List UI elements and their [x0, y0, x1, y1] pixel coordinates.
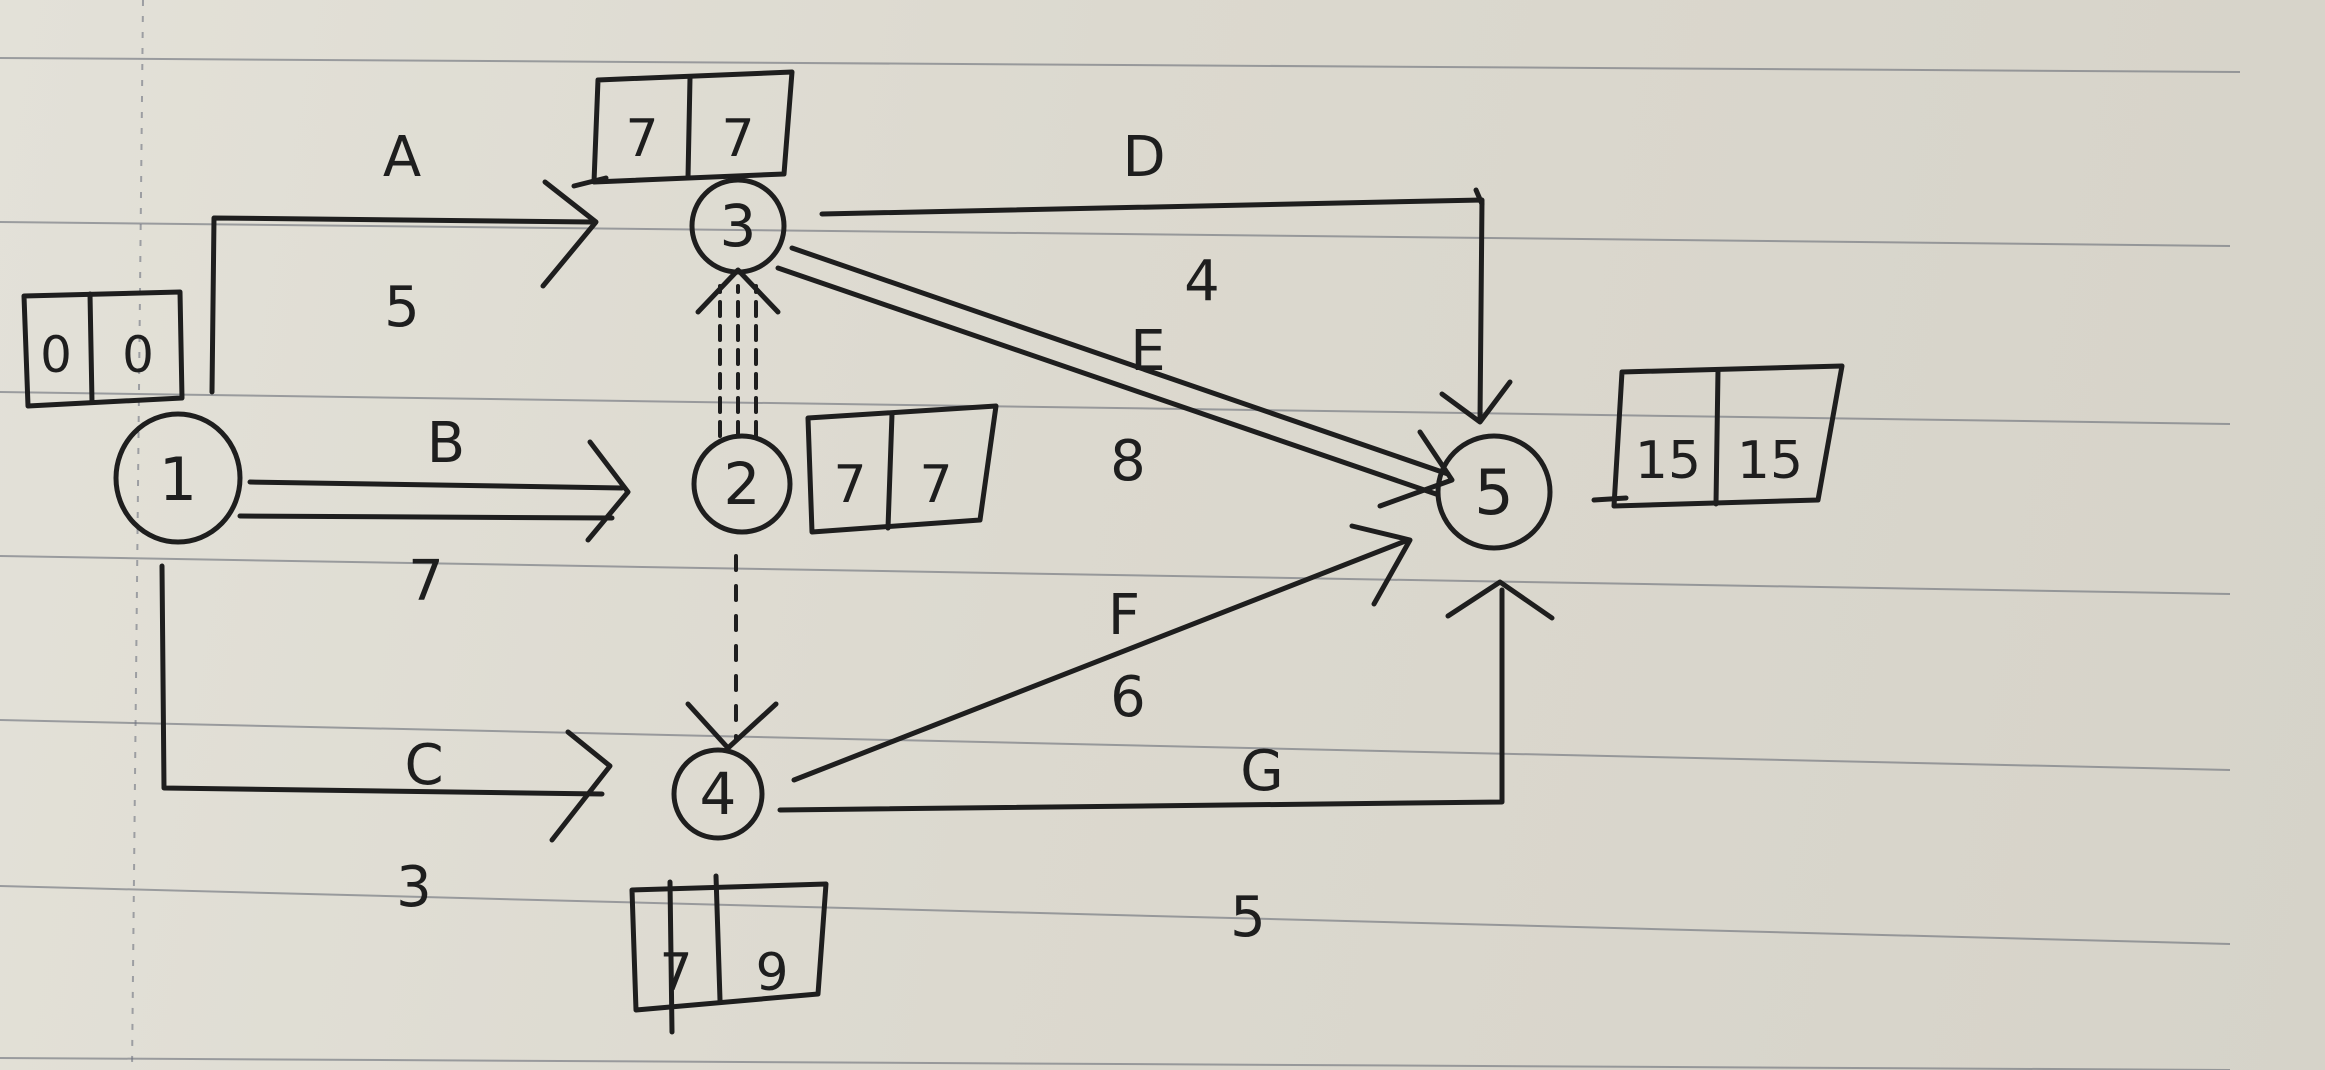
node-1-label: 1: [159, 445, 197, 515]
activity-F-duration: 6: [1110, 665, 1146, 730]
node-3: 3: [689, 177, 787, 275]
node-3-latest: 7: [721, 109, 754, 169]
node-2-earliest: 7: [833, 455, 866, 515]
margin-line: [131, 0, 144, 1070]
node-4-earliest: 7: [659, 943, 692, 1003]
node-2-label: 2: [724, 450, 761, 518]
activity-C-duration: 3: [396, 855, 432, 920]
node-4: 4: [671, 747, 765, 841]
node-5-latest: 15: [1737, 431, 1803, 491]
activity-F-arrow: [791, 523, 1413, 783]
node-5-time-box: 15 15: [1591, 363, 1845, 509]
activity-C-arrow: [159, 563, 613, 843]
node-4-time-box: 7 9: [629, 873, 829, 1035]
node-5-earliest: 15: [1635, 431, 1701, 491]
node-5: 5: [1435, 433, 1553, 551]
node-1-earliest: 0: [40, 326, 72, 384]
node-4-label: 4: [700, 760, 737, 828]
activity-G-duration: 5: [1230, 885, 1266, 950]
dummy-2-to-3: [695, 267, 781, 438]
activity-G-arrow: [777, 579, 1555, 813]
activity-E-arrow: [775, 245, 1455, 509]
node-3-time-box: 7 7: [571, 69, 795, 189]
activity-E-duration: 8: [1110, 429, 1146, 494]
activity-A-duration: 5: [384, 275, 420, 340]
node-2: 2: [691, 433, 793, 535]
activity-G-name: G: [1240, 739, 1283, 804]
activity-A-arrow: [209, 179, 599, 395]
activity-D-duration: 4: [1184, 249, 1220, 314]
node-1-latest: 0: [122, 326, 154, 384]
activity-B-name: B: [427, 411, 465, 476]
activity-B-duration: 7: [408, 549, 444, 614]
activity-A-name: A: [383, 125, 421, 190]
node-1: 1: [113, 411, 243, 545]
activity-E-name: E: [1130, 319, 1165, 384]
node-2-time-box: 7 7: [805, 403, 999, 535]
node-5-label: 5: [1474, 456, 1513, 529]
ruled-lines: [0, 57, 2241, 1070]
node-1-time-box: 0 0: [21, 289, 185, 409]
activity-B-arrow: [237, 439, 631, 543]
node-3-earliest: 7: [625, 109, 658, 169]
dummy-2-to-4: [685, 554, 779, 751]
activity-D-arrow: [819, 187, 1513, 425]
node-3-label: 3: [720, 192, 757, 260]
node-4-latest: 9: [755, 943, 788, 1003]
activity-D-name: D: [1122, 125, 1165, 190]
activity-F-name: F: [1108, 583, 1140, 648]
activity-C-name: C: [404, 733, 443, 798]
node-2-latest: 7: [919, 455, 952, 515]
